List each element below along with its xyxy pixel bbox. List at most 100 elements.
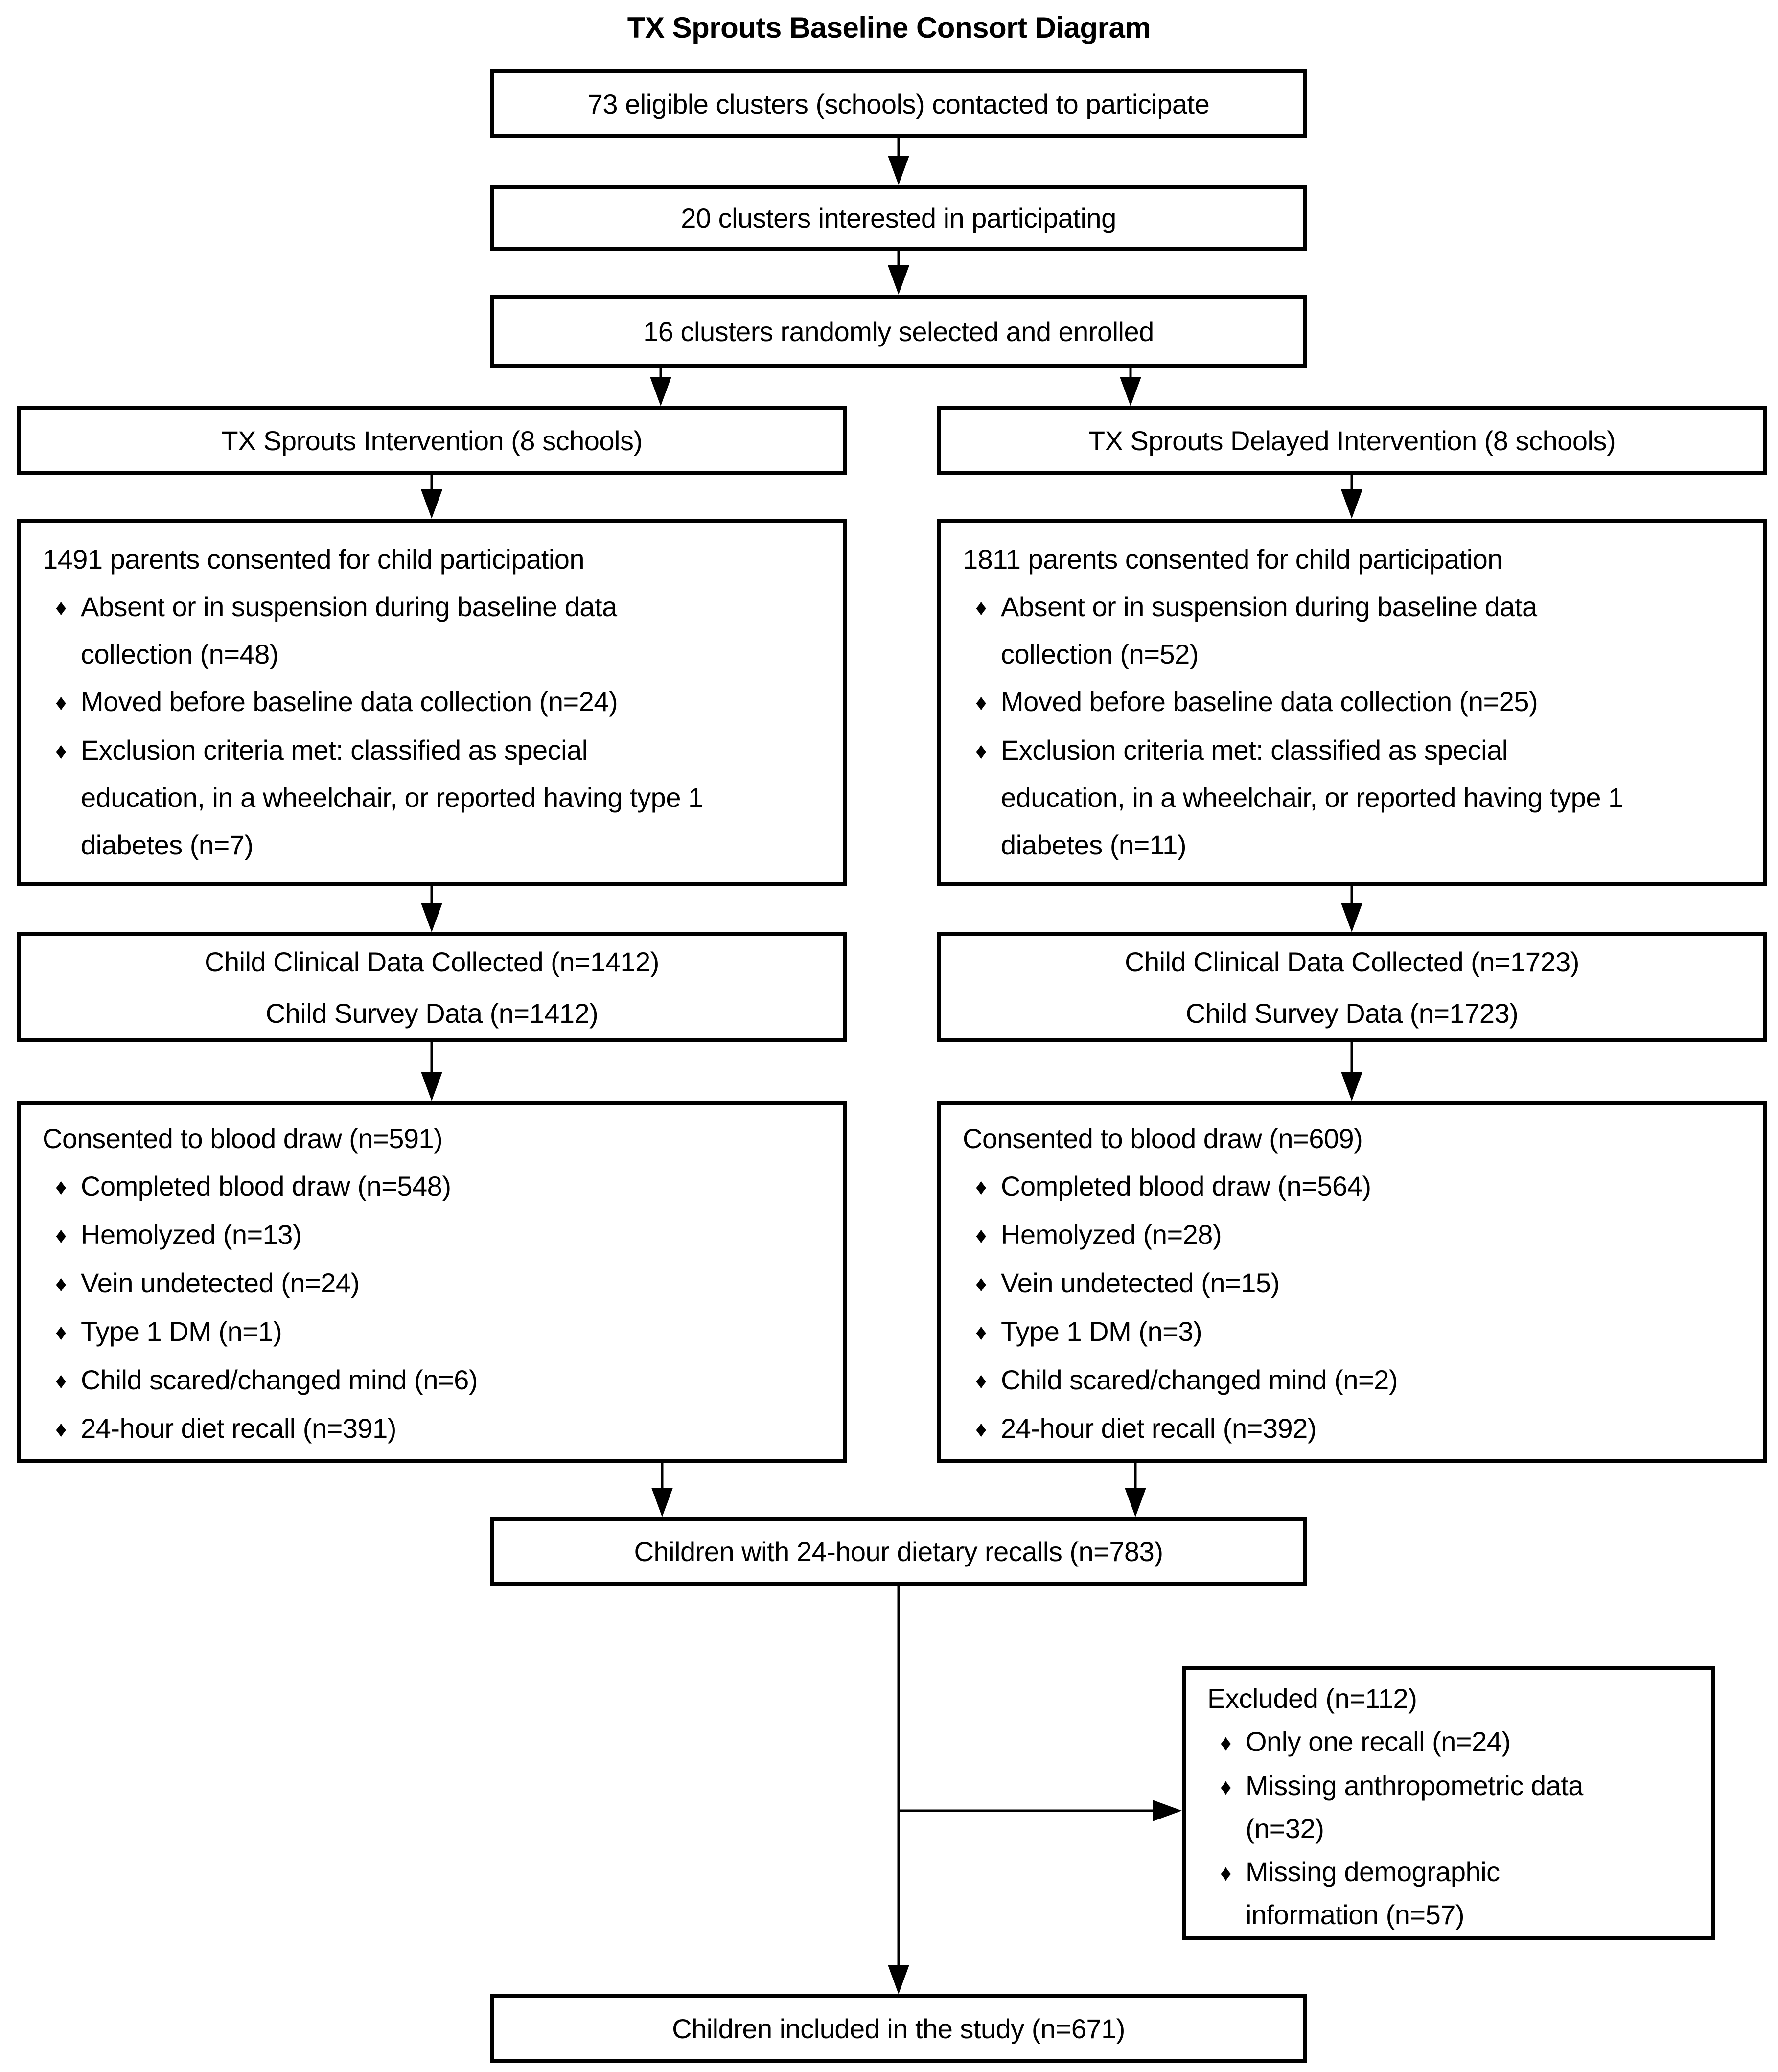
excluded-bullet-1: Only one recall (n=24) bbox=[1246, 1726, 1511, 1757]
list-item: ♦ Only one recall (n=24) bbox=[1220, 1720, 1697, 1764]
bullet-diamond-icon: ♦ bbox=[975, 1368, 987, 1393]
list-item: ♦ Absent or in suspension during baselin… bbox=[55, 583, 828, 678]
box-included: Children included in the study (n=671) bbox=[490, 1994, 1307, 2063]
bullet-diamond-icon: ♦ bbox=[55, 1222, 67, 1248]
list-item: ♦ Type 1 DM (n=1) bbox=[55, 1308, 828, 1356]
box-intervention-arm: TX Sprouts Intervention (8 schools) bbox=[17, 406, 847, 475]
bullet-diamond-icon: ♦ bbox=[55, 1271, 67, 1296]
bullet-diamond-icon: ♦ bbox=[55, 595, 67, 620]
arrow-left-clinical-to-blood bbox=[421, 1042, 442, 1101]
arrow-eligible-to-interested bbox=[888, 138, 909, 185]
blood-left-bullet-3: Vein undetected (n=24) bbox=[81, 1267, 360, 1298]
clinical-right-line2: Child Survey Data (n=1723) bbox=[1185, 997, 1519, 1029]
list-item: ♦ Vein undetected (n=15) bbox=[975, 1259, 1748, 1308]
consent-right-bullet-1: Absent or in suspension during baseline … bbox=[1001, 591, 1537, 669]
bullet-diamond-icon: ♦ bbox=[55, 1174, 67, 1199]
list-item: ♦ Hemolyzed (n=28) bbox=[975, 1211, 1748, 1259]
blood-right-bullet-2: Hemolyzed (n=28) bbox=[1001, 1219, 1222, 1250]
list-item: ♦ Completed blood draw (n=564) bbox=[975, 1162, 1748, 1211]
bullet-diamond-icon: ♦ bbox=[975, 690, 987, 715]
box-blood-left: Consented to blood draw (n=591) ♦ Comple… bbox=[17, 1101, 847, 1463]
blood-left-bullet-1: Completed blood draw (n=548) bbox=[81, 1171, 451, 1201]
list-item: ♦ Child scared/changed mind (n=2) bbox=[975, 1356, 1748, 1404]
box-clinical-right: Child Clinical Data Collected (n=1723) C… bbox=[937, 932, 1767, 1042]
blood-right-header: Consented to blood draw (n=609) bbox=[963, 1123, 1363, 1154]
bullet-diamond-icon: ♦ bbox=[975, 1271, 987, 1296]
arrow-right-blood-to-recalls bbox=[1125, 1463, 1146, 1517]
blood-right-bullet-3: Vein undetected (n=15) bbox=[1001, 1267, 1280, 1298]
arrow-left-blood-to-recalls bbox=[651, 1463, 673, 1517]
bullet-diamond-icon: ♦ bbox=[975, 595, 987, 620]
box-enrolled-clusters: 16 clusters randomly selected and enroll… bbox=[490, 295, 1307, 368]
bullet-diamond-icon: ♦ bbox=[975, 1319, 987, 1345]
box-interested-clusters-text: 20 clusters interested in participating bbox=[681, 202, 1116, 233]
blood-left-header: Consented to blood draw (n=591) bbox=[43, 1123, 443, 1154]
bullet-diamond-icon: ♦ bbox=[1220, 1730, 1231, 1755]
diagram-title: TX Sprouts Baseline Consort Diagram bbox=[627, 11, 1151, 44]
consent-left-bullet-1: Absent or in suspension during baseline … bbox=[81, 591, 617, 669]
blood-right-bullet-5: Child scared/changed mind (n=2) bbox=[1001, 1364, 1398, 1395]
bullet-diamond-icon: ♦ bbox=[55, 1319, 67, 1345]
box-excluded: Excluded (n=112) ♦ Only one recall (n=24… bbox=[1182, 1666, 1715, 1940]
box-dietary-recalls: Children with 24-hour dietary recalls (n… bbox=[490, 1517, 1307, 1586]
list-item: ♦ 24-hour diet recall (n=391) bbox=[55, 1404, 828, 1453]
list-item: ♦ Vein undetected (n=24) bbox=[55, 1259, 828, 1308]
list-item: ♦ Moved before baseline data collection … bbox=[55, 678, 828, 726]
box-blood-right: Consented to blood draw (n=609) ♦ Comple… bbox=[937, 1101, 1767, 1463]
box-dietary-recalls-text: Children with 24-hour dietary recalls (n… bbox=[634, 1536, 1163, 1567]
list-item: ♦ Exclusion criteria met: classified as … bbox=[975, 726, 1748, 869]
bullet-diamond-icon: ♦ bbox=[55, 1416, 67, 1442]
arrow-interested-to-enrolled bbox=[888, 251, 909, 295]
blood-right-bullet-1: Completed blood draw (n=564) bbox=[1001, 1171, 1371, 1201]
blood-left-bullet-5: Child scared/changed mind (n=6) bbox=[81, 1364, 478, 1395]
box-enrolled-clusters-text: 16 clusters randomly selected and enroll… bbox=[643, 316, 1154, 347]
consent-left-header: 1491 parents consented for child partici… bbox=[43, 544, 585, 575]
bullet-diamond-icon: ♦ bbox=[1220, 1860, 1231, 1886]
arrow-left-arm-to-consent bbox=[421, 475, 442, 519]
list-item: ♦ 24-hour diet recall (n=392) bbox=[975, 1404, 1748, 1453]
box-intervention-arm-text: TX Sprouts Intervention (8 schools) bbox=[221, 425, 643, 456]
arrow-right-consent-to-clinical bbox=[1341, 886, 1362, 932]
arrow-enrolled-to-left-arm bbox=[650, 368, 671, 406]
arrow-branch-to-excluded bbox=[899, 1800, 1182, 1821]
excluded-bullet-3: Missing demographic information (n=57) bbox=[1246, 1856, 1500, 1930]
box-consent-left: 1491 parents consented for child partici… bbox=[17, 519, 847, 886]
consent-left-bullet-3: Exclusion criteria met: classified as sp… bbox=[81, 735, 703, 860]
bullet-diamond-icon: ♦ bbox=[975, 1174, 987, 1199]
box-eligible-clusters-text: 73 eligible clusters (schools) contacted… bbox=[587, 88, 1210, 119]
box-clinical-left: Child Clinical Data Collected (n=1412) C… bbox=[17, 932, 847, 1042]
blood-left-bullet-2: Hemolyzed (n=13) bbox=[81, 1219, 302, 1250]
clinical-left-line1: Child Clinical Data Collected (n=1412) bbox=[205, 946, 659, 977]
consent-right-bullet-2: Moved before baseline data collection (n… bbox=[1001, 686, 1538, 717]
blood-left-bullet-4: Type 1 DM (n=1) bbox=[81, 1316, 282, 1347]
bullet-diamond-icon: ♦ bbox=[55, 738, 67, 763]
clinical-right-line1: Child Clinical Data Collected (n=1723) bbox=[1125, 946, 1579, 977]
consent-left-bullet-2: Moved before baseline data collection (n… bbox=[81, 686, 618, 717]
bullet-diamond-icon: ♦ bbox=[975, 1222, 987, 1248]
box-eligible-clusters: 73 eligible clusters (schools) contacted… bbox=[490, 69, 1307, 138]
list-item: ♦ Hemolyzed (n=13) bbox=[55, 1211, 828, 1259]
arrow-left-consent-to-clinical bbox=[421, 886, 442, 932]
blood-left-bullet-6: 24-hour diet recall (n=391) bbox=[81, 1413, 396, 1444]
list-item: ♦ Missing anthropometric data (n=32) bbox=[1220, 1764, 1697, 1850]
blood-right-bullet-4: Type 1 DM (n=3) bbox=[1001, 1316, 1202, 1347]
excluded-bullet-2: Missing anthropometric data (n=32) bbox=[1246, 1770, 1583, 1844]
bullet-diamond-icon: ♦ bbox=[1220, 1774, 1231, 1799]
list-item: ♦ Type 1 DM (n=3) bbox=[975, 1308, 1748, 1356]
box-delayed-intervention-arm-text: TX Sprouts Delayed Intervention (8 schoo… bbox=[1088, 425, 1616, 456]
arrow-right-clinical-to-blood bbox=[1341, 1042, 1362, 1101]
consent-right-bullet-3: Exclusion criteria met: classified as sp… bbox=[1001, 735, 1623, 860]
bullet-diamond-icon: ♦ bbox=[975, 1416, 987, 1442]
box-included-text: Children included in the study (n=671) bbox=[672, 2013, 1125, 2044]
arrow-enrolled-to-right-arm bbox=[1120, 368, 1141, 406]
excluded-header: Excluded (n=112) bbox=[1207, 1683, 1417, 1714]
clinical-left-line2: Child Survey Data (n=1412) bbox=[265, 997, 599, 1029]
list-item: ♦ Absent or in suspension during baselin… bbox=[975, 583, 1748, 678]
list-item: ♦ Moved before baseline data collection … bbox=[975, 678, 1748, 726]
bullet-diamond-icon: ♦ bbox=[975, 738, 987, 763]
blood-right-bullet-6: 24-hour diet recall (n=392) bbox=[1001, 1413, 1316, 1444]
list-item: ♦ Child scared/changed mind (n=6) bbox=[55, 1356, 828, 1404]
bullet-diamond-icon: ♦ bbox=[55, 690, 67, 715]
box-consent-right: 1811 parents consented for child partici… bbox=[937, 519, 1767, 886]
list-item: ♦ Missing demographic information (n=57) bbox=[1220, 1850, 1697, 1936]
